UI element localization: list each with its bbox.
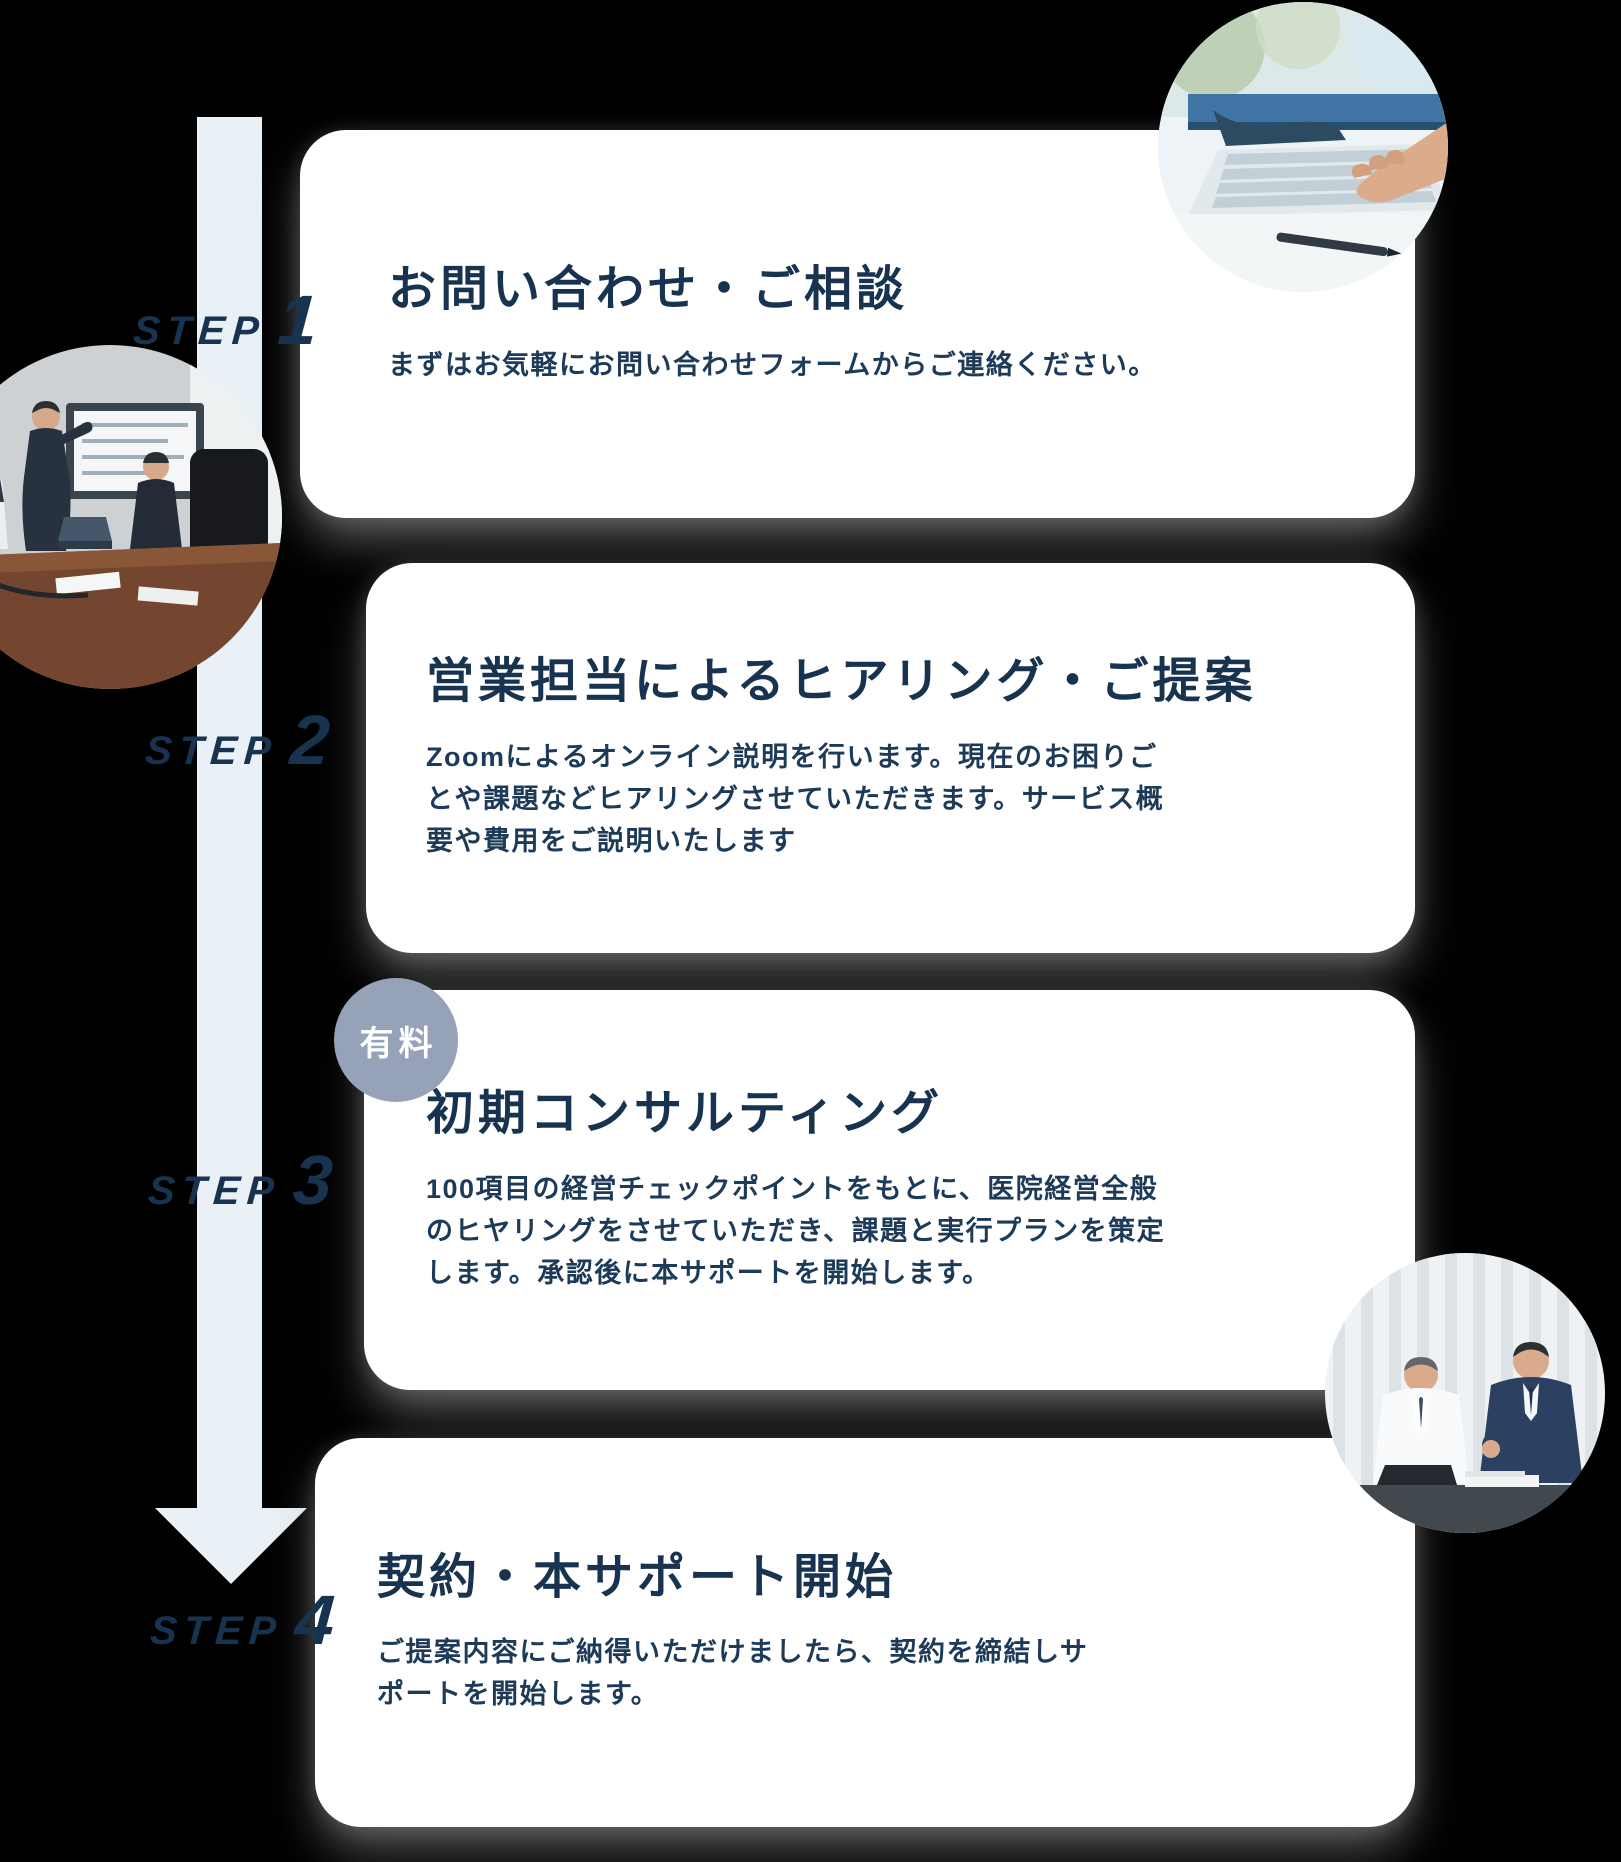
step-4-label: STEP 4: [148, 1580, 337, 1660]
step-3-card: 初期コンサルティング 100項目の経営チェックポイントをもとに、医院経営全般 の…: [364, 990, 1415, 1390]
step-1-label: STEP 1: [131, 280, 320, 360]
meeting-presentation-photo: [0, 345, 282, 689]
step-4-title: 契約・本サポート開始: [377, 1550, 898, 1604]
step-1-description: まずはお気軽にお問い合わせフォームからご連絡ください。: [388, 349, 1157, 380]
meeting-presentation-illustration: [0, 345, 282, 689]
step-1-number: 1: [275, 281, 321, 359]
step-2-word: STEP: [143, 729, 280, 773]
flow-arrow-head-icon: [155, 1508, 307, 1584]
step-3-word: STEP: [146, 1169, 283, 1213]
step-3-label: STEP 3: [146, 1140, 335, 1220]
step-2-number: 2: [287, 701, 333, 779]
paid-badge: 有料: [334, 978, 458, 1102]
step-3-number: 3: [290, 1141, 336, 1219]
step-2-card: 営業担当によるヒアリング・ご提案 Zoomによるオンライン説明を行います。現在の…: [366, 563, 1415, 953]
flow-arrow-shaft: [197, 117, 262, 1508]
step-2-title: 営業担当によるヒアリング・ご提案: [426, 655, 1257, 709]
typing-on-laptop-photo: [1158, 2, 1448, 292]
step-4-number: 4: [292, 1581, 338, 1659]
step-3-description: 100項目の経営チェックポイントをもとに、医院経営全般 のヒヤリングをさせていた…: [426, 1173, 1166, 1288]
step-4-word: STEP: [148, 1609, 285, 1653]
doctor-consultation-illustration: [1325, 1253, 1605, 1533]
step-4-description: ご提案内容にご納得いただけましたら、契約を締結しサ ポートを開始します。: [377, 1637, 1089, 1710]
step-2-label: STEP 2: [143, 700, 332, 780]
step-4-card: 契約・本サポート開始 ご提案内容にご納得いただけましたら、契約を締結しサ ポート…: [315, 1438, 1415, 1827]
step-2-description: Zoomによるオンライン説明を行います。現在のお困りご とや課題などヒアリングさ…: [426, 741, 1165, 856]
typing-on-laptop-illustration: [1158, 2, 1448, 292]
step-1-title: お問い合わせ・ご相談: [388, 263, 909, 317]
step-3-title: 初期コンサルティング: [426, 1087, 944, 1141]
doctor-consultation-photo: [1325, 1253, 1605, 1533]
step-1-word: STEP: [131, 309, 268, 353]
